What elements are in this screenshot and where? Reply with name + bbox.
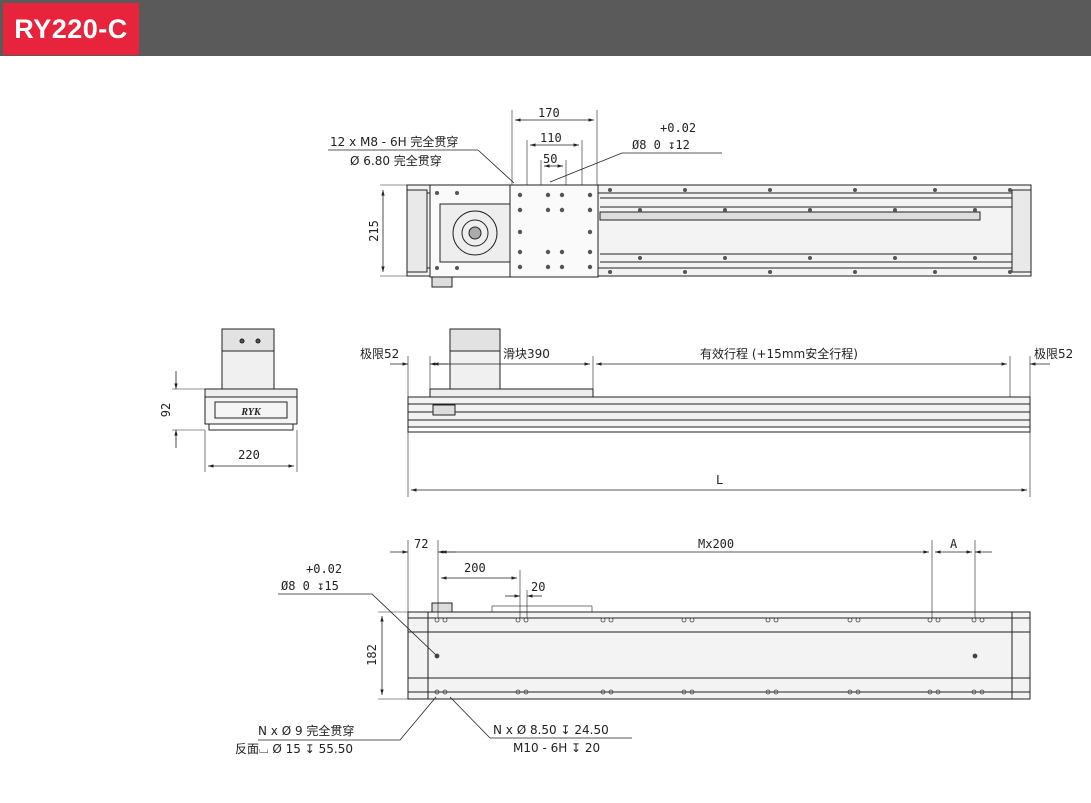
effective-stroke: 有效行程 (+15mm安全行程) <box>700 346 858 361</box>
limit-right: 极限52 <box>1034 347 1073 361</box>
note-n850: N x Ø 8.50 ↧ 24.50 <box>493 723 609 737</box>
title-badge: RY220-C <box>3 3 139 55</box>
total-length: L <box>716 473 723 487</box>
note-m10: M10 - 6H ↧ 20 <box>513 741 600 755</box>
dim-92: 92 <box>159 403 173 417</box>
top-thread-note: 12 x M8 - 6H 完全贯穿 <box>330 134 458 149</box>
bottom-view <box>258 540 1031 741</box>
top-view-holes <box>435 188 1012 274</box>
dim-215: 215 <box>367 220 381 242</box>
side-view <box>390 328 1050 497</box>
dim-72: 72 <box>414 537 428 551</box>
dim-mx200: Mx200 <box>698 537 734 551</box>
dim-110: 110 <box>540 131 562 145</box>
top-hole-spec: Ø8 0 ↧12 <box>632 138 690 152</box>
top-hole-note: Ø 6.80 完全贯穿 <box>350 153 442 168</box>
model-title: RY220-C <box>14 13 128 44</box>
technical-drawing: 170 110 50 215 +0.02 Ø8 0 ↧12 12 x M8 - … <box>159 106 1073 756</box>
bottom-tolerance: +0.02 <box>306 562 342 576</box>
end-view <box>172 328 298 472</box>
bottom-view-labels: 72 Mx200 A 200 20 182 +0.02 Ø8 0 ↧15 N x… <box>235 537 958 756</box>
bottom-view-holes <box>434 617 985 695</box>
dim-50: 50 <box>543 152 557 166</box>
side-view-labels: 极限52 滑块390 有效行程 (+15mm安全行程) 极限52 L <box>360 346 1073 487</box>
header-bar: RY220-C <box>0 0 1091 56</box>
end-logo: RYK <box>240 407 262 418</box>
dim-170: 170 <box>538 106 560 120</box>
side-carriage <box>429 388 594 398</box>
dim-220: 220 <box>238 448 260 462</box>
dim-182: 182 <box>365 644 379 666</box>
end-view-labels: RYK 92 220 <box>159 403 262 462</box>
top-tolerance: +0.02 <box>660 121 696 135</box>
limit-left: 极限52 <box>360 347 399 361</box>
dim-200: 200 <box>464 561 486 575</box>
note-n9: N x Ø 9 完全贯穿 <box>258 723 354 738</box>
slider-length: 滑块390 <box>503 347 550 361</box>
bottom-hole-spec: Ø8 0 ↧15 <box>281 579 339 593</box>
dim-a: A <box>950 537 958 551</box>
top-view-labels: 170 110 50 215 +0.02 Ø8 0 ↧12 12 x M8 - … <box>330 106 696 242</box>
bottom-rail <box>407 611 1031 700</box>
dim-20: 20 <box>531 580 545 594</box>
note-back: 反面⌴ Ø 15 ↧ 55.50 <box>235 742 353 756</box>
top-view <box>328 110 1032 288</box>
